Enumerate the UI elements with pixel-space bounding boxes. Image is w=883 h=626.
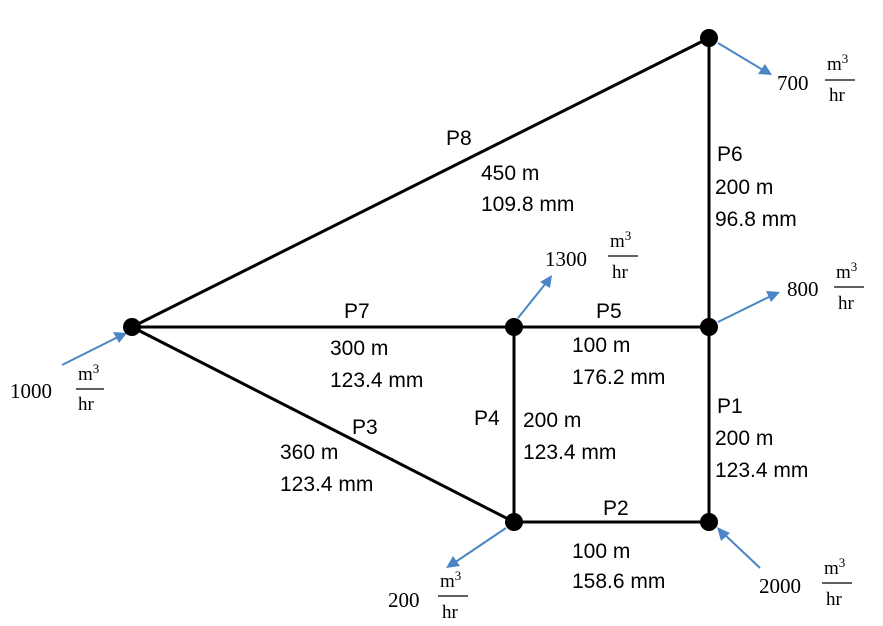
- flow-label-outflow-top-right: 700 m3 hr: [777, 51, 855, 106]
- p2-diameter: 158.6 mm: [572, 570, 665, 593]
- node-bottom-center: [505, 513, 523, 531]
- flow-label-inflow-bottom-right: 2000 m3 hr: [759, 555, 852, 610]
- unit-denominator: hr: [826, 589, 843, 610]
- node-top-right: [700, 29, 718, 47]
- flow-value: 700: [777, 71, 809, 95]
- p4-diameter: 123.4 mm: [523, 441, 616, 464]
- pipe-p3: [131, 325, 515, 524]
- flow-arrow-top-right-out: [717, 42, 772, 75]
- p1-length: 200 m: [715, 427, 773, 450]
- unit-denominator: hr: [442, 602, 459, 623]
- unit-denominator: hr: [78, 394, 95, 415]
- p5-diameter: 176.2 mm: [572, 366, 665, 389]
- node-right: [700, 318, 718, 336]
- p7-length: 300 m: [330, 337, 388, 360]
- p7-name: P7: [344, 300, 370, 323]
- flow-arrow-right-out: [717, 291, 780, 323]
- unit-numerator: m3: [610, 228, 631, 252]
- node-bottom-right: [700, 513, 718, 531]
- p1-name: P1: [717, 395, 743, 418]
- p5-length: 100 m: [572, 334, 630, 357]
- unit-numerator: m3: [440, 568, 461, 592]
- flow-value: 800: [787, 277, 819, 301]
- flow-value: 1300: [545, 247, 587, 271]
- p8-name: P8: [446, 127, 472, 150]
- p6-length: 200 m: [715, 176, 773, 199]
- unit-denominator: hr: [612, 262, 629, 283]
- unit-numerator: m3: [78, 361, 99, 385]
- unit-numerator: m3: [824, 555, 845, 579]
- p2-length: 100 m: [572, 540, 630, 563]
- p5-name: P5: [596, 300, 622, 323]
- flow-label-outflow-center: 1300 m3 hr: [545, 228, 638, 283]
- pipe-p8: [131, 36, 710, 329]
- flow-arrow-bottom-right-in: [717, 527, 761, 569]
- flow-label-inflow-left: 1000 m3 hr: [10, 361, 104, 415]
- unit-denominator: hr: [829, 85, 846, 106]
- node-center: [505, 318, 523, 336]
- flow-arrow-center-out: [517, 275, 552, 319]
- unit-numerator: m3: [836, 259, 857, 283]
- flow-value: 200: [388, 588, 420, 612]
- unit-denominator: hr: [838, 293, 855, 314]
- unit-numerator: m3: [827, 51, 848, 75]
- flow-value: 1000: [10, 379, 52, 403]
- p4-length: 200 m: [523, 409, 581, 432]
- p6-name: P6: [717, 143, 743, 166]
- flow-arrow-bottom-left-out: [446, 527, 507, 568]
- p8-diameter: 109.8 mm: [481, 193, 574, 216]
- p7-diameter: 123.4 mm: [330, 369, 423, 392]
- flow-label-outflow-bottom-left: 200 m3 hr: [388, 568, 468, 623]
- p8-length: 450 m: [481, 162, 539, 185]
- p3-diameter: 123.4 mm: [280, 473, 373, 496]
- p4-name: P4: [474, 407, 500, 430]
- flow-arrow-left-in: [61, 332, 127, 366]
- node-left: [123, 318, 141, 336]
- p6-diameter: 96.8 mm: [715, 208, 797, 231]
- flow-value: 2000: [759, 574, 801, 598]
- p2-name: P2: [603, 497, 629, 520]
- p3-name: P3: [352, 416, 378, 439]
- p1-diameter: 123.4 mm: [715, 459, 808, 482]
- p3-length: 360 m: [280, 441, 338, 464]
- flow-label-outflow-right: 800 m3 hr: [787, 259, 864, 314]
